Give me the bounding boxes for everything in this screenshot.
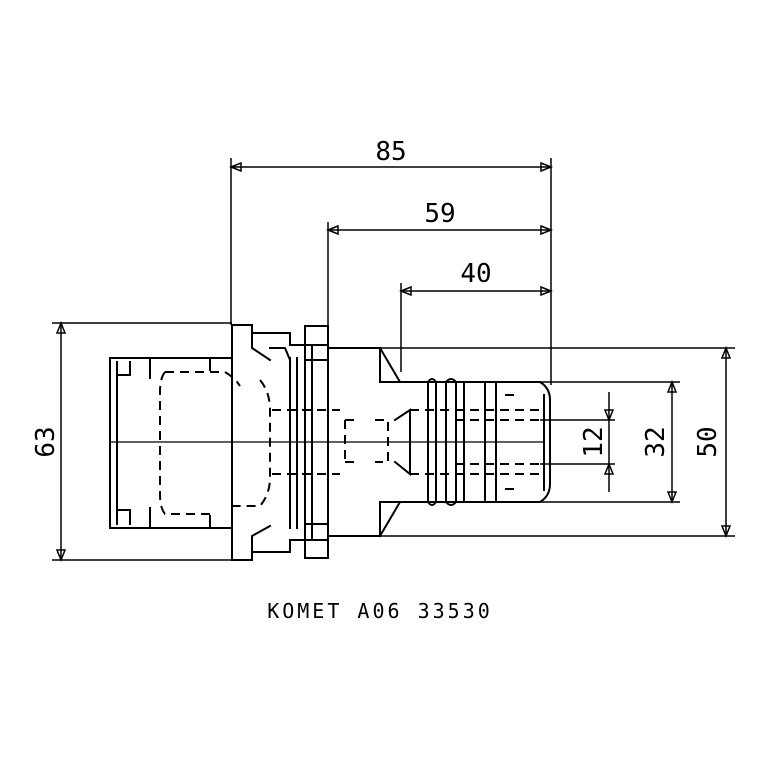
flange-collar: [231, 324, 329, 561]
dimension-50-label: 50: [693, 426, 723, 457]
dimension-63: 63: [31, 320, 232, 563]
dimension-12-label: 12: [579, 426, 609, 457]
drawing-caption: KOMET A06 33530: [267, 599, 493, 623]
dimension-63-label: 63: [31, 426, 61, 457]
dimension-59-label: 59: [424, 199, 455, 229]
dimension-50: 50: [330, 345, 735, 539]
dimension-59: 59: [325, 199, 554, 325]
dimension-12: 12: [540, 392, 615, 492]
dimension-40-label: 40: [460, 259, 491, 289]
dimension-32-label: 32: [641, 426, 671, 457]
internal-bore: [272, 408, 540, 477]
tool-body: [327, 346, 552, 538]
hsk-shank: [109, 357, 271, 529]
collet-rings: [426, 378, 520, 506]
dimension-40: 40: [398, 259, 554, 372]
dimension-85: 85: [228, 137, 554, 385]
dimension-85-label: 85: [375, 137, 406, 167]
dimension-32: 32: [500, 379, 680, 505]
